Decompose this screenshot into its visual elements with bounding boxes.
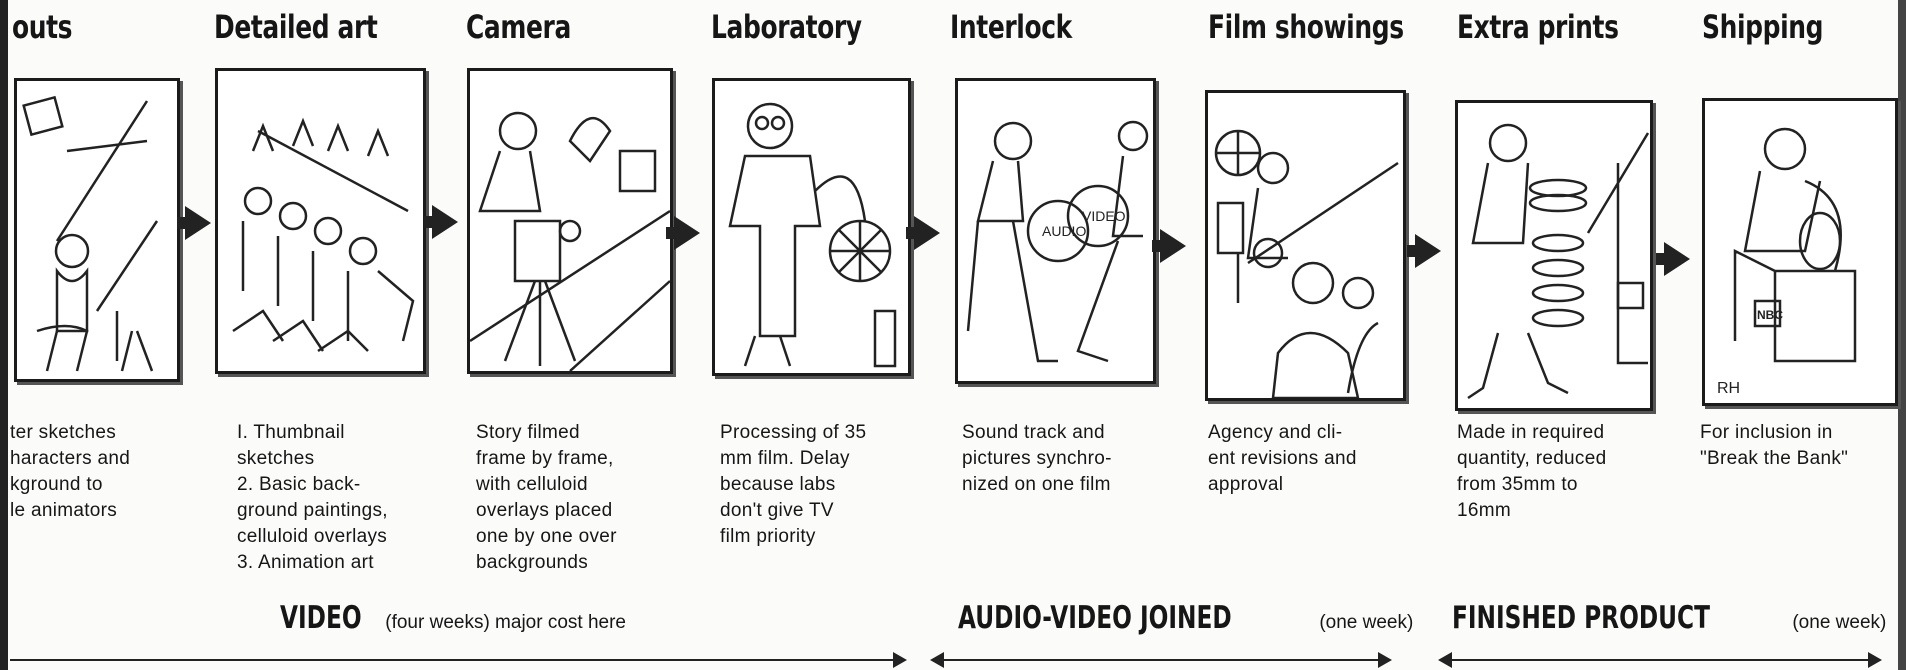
stage-title: Shipping [1702, 8, 1823, 46]
timeline-finished [1440, 659, 1880, 661]
phase-name: AUDIO-VIDEO JOINED [958, 600, 1232, 636]
phase-name: VIDEO [280, 600, 362, 636]
stage-illustration [215, 68, 426, 374]
stage-illustration [1205, 90, 1406, 401]
stage-title: Camera [466, 8, 571, 46]
page-edge-right [1898, 0, 1906, 670]
phase-duration: (one week) [1319, 612, 1413, 633]
arrowhead-right-icon [1868, 652, 1882, 668]
arrowhead-right-icon [1378, 652, 1392, 668]
arrowhead-left-icon [1438, 652, 1452, 668]
stage-illustration [467, 68, 673, 374]
stage-caption: Sound track and pictures synchro- nized … [962, 420, 1162, 498]
arrow-icon [1664, 242, 1690, 276]
stage-illustration [712, 78, 911, 376]
phase-duration: (four weeks) major cost here [385, 612, 626, 633]
stage-illustration: AUDIO VIDEO [955, 78, 1156, 384]
stage-illustration [1455, 100, 1653, 411]
phase-duration: (one week) [1792, 612, 1886, 633]
arrow-icon [1415, 234, 1441, 268]
stage-caption: Made in required quantity, reduced from … [1457, 420, 1657, 524]
arrow-icon [674, 216, 700, 250]
video-label: VIDEO [1082, 208, 1126, 224]
page-edge-left [0, 0, 8, 670]
artist-signature: RH [1717, 380, 1740, 397]
stage-caption: Agency and cli- ent revisions and approv… [1208, 420, 1408, 498]
stage-caption: I. Thumbnail sketches 2. Basic back- gro… [237, 420, 437, 576]
arrowhead-left-icon [930, 652, 944, 668]
stage-title: Detailed art [214, 8, 377, 46]
phase-finished: FINISHED PRODUCT (one week) [1452, 600, 1886, 636]
arrowhead-right-icon [893, 652, 907, 668]
phase-audio-video: AUDIO-VIDEO JOINED (one week) [958, 600, 1413, 636]
timeline-audio-video [932, 659, 1390, 661]
stage-caption: Story filmed frame by frame, with cellul… [476, 420, 676, 576]
stage-caption: Processing of 35 mm film. Delay because … [720, 420, 920, 550]
timeline-video [10, 659, 905, 661]
stage-title: Extra prints [1457, 8, 1619, 46]
audio-label: AUDIO [1042, 223, 1086, 239]
arrow-icon [1160, 229, 1186, 263]
box-label: NBC [1757, 308, 1783, 322]
stage-illustration: NBC RH [1702, 98, 1898, 406]
stage-caption: ter sketches haracters and kground to le… [10, 420, 170, 524]
arrow-icon [914, 216, 940, 250]
stage-title: Film showings [1208, 8, 1404, 46]
stage-title: outs [12, 8, 72, 46]
stage-illustration [14, 78, 180, 382]
stage-title: Interlock [950, 8, 1072, 46]
phase-name: FINISHED PRODUCT [1452, 600, 1710, 636]
arrow-icon [185, 206, 211, 240]
stage-title: Laboratory [711, 8, 862, 46]
stage-caption: For inclusion in "Break the Bank" [1700, 420, 1900, 472]
phase-video: VIDEO (four weeks) major cost here [280, 600, 626, 636]
arrow-icon [432, 205, 458, 239]
